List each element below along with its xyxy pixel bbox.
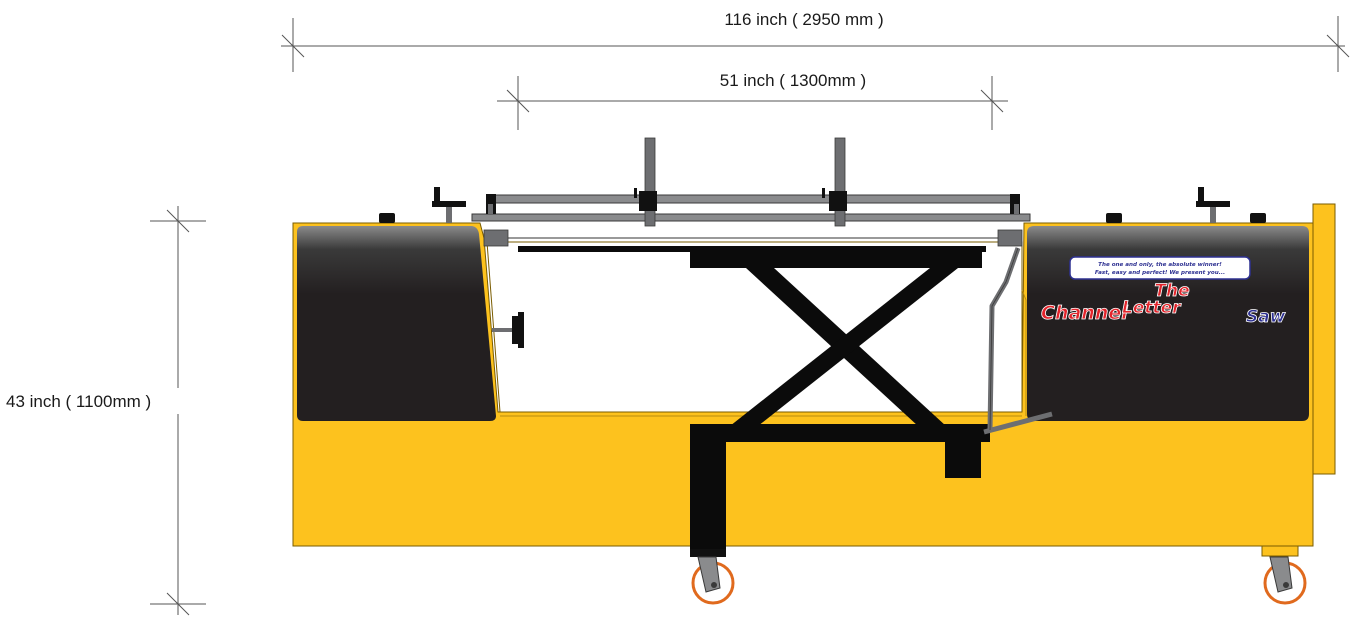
channel-letter-saw-logo: The one and only, the absolute winner! F… <box>1041 256 1286 327</box>
top-rail-assembly <box>471 137 1031 247</box>
logo-tagline-2: Fast, easy and perfect! We present you..… <box>1095 270 1225 276</box>
left-panel <box>297 226 496 421</box>
height-label: 43 inch ( 1100mm ) <box>6 392 151 411</box>
dimension-overall-width: 116 inch ( 2950 mm ) <box>281 10 1350 72</box>
scissor-lift <box>518 246 990 556</box>
right-caster-wheel-icon <box>1261 545 1307 605</box>
side-t-handle-icon <box>492 312 524 348</box>
dimension-table-width: 51 inch ( 1300mm ) <box>497 71 1008 130</box>
left-caster-wheel-icon <box>690 549 735 605</box>
control-lever-icon <box>983 247 1053 435</box>
right-knob-2 <box>1250 213 1266 223</box>
logo-saw: Saw <box>1246 307 1286 327</box>
logo-letter: Letter <box>1122 298 1182 318</box>
rear-upright <box>1312 203 1336 475</box>
logo-tagline-1: The one and only, the absolute winner! <box>1098 262 1222 268</box>
left-handwheel-icon <box>432 187 466 223</box>
top-knobs <box>379 213 1266 223</box>
overall-width-label: 116 inch ( 2950 mm ) <box>724 10 883 29</box>
dimension-height: 43 inch ( 1100mm ) <box>2 206 206 616</box>
table-width-label: 51 inch ( 1300mm ) <box>720 71 866 90</box>
left-knob <box>379 213 395 223</box>
body-window <box>486 241 1023 413</box>
right-knob-1 <box>1106 213 1122 223</box>
logo-the: The <box>1154 281 1189 301</box>
right-handwheel-icon <box>1196 187 1230 223</box>
logo-channel: Channel <box>1041 302 1128 324</box>
